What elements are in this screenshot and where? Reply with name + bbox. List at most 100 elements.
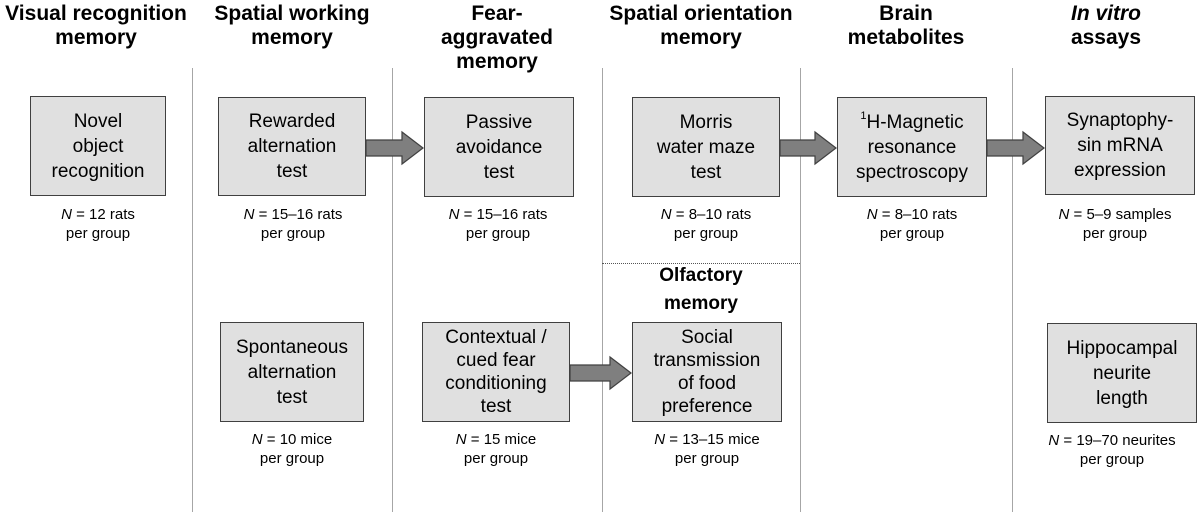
caption-line: per group	[673, 225, 739, 242]
box-line: Novel	[73, 110, 123, 132]
box-novel-object-recognition: Novel object recognition	[30, 96, 166, 196]
box-line: test	[480, 396, 512, 417]
box-text: H-Magnetic	[866, 111, 964, 133]
header-line: Brain	[879, 2, 933, 25]
n-symbol: N	[866, 206, 878, 223]
box-line: test	[483, 161, 515, 183]
header-line: Spatial orientation	[609, 2, 793, 25]
box-line: avoidance	[455, 136, 543, 158]
caption-line: per group	[463, 450, 529, 467]
column-divider	[800, 68, 801, 512]
arrow-morris-to-mrs	[779, 130, 837, 166]
column-divider	[192, 68, 193, 512]
caption-line: per group	[259, 450, 325, 467]
caption-text: = 8–10 rats	[877, 206, 958, 223]
box-line: transmission	[653, 350, 761, 371]
header-line: memory	[456, 50, 538, 73]
box-line: Synaptophy-	[1066, 110, 1174, 131]
header-line: assays	[1070, 26, 1142, 49]
box-line: 1H-Magnetic	[856, 110, 968, 135]
box-hippocampal-neurite-length: Hippocampal neurite length	[1047, 323, 1197, 423]
column-divider	[602, 68, 603, 512]
header-in-vitro-assays: In vitro assays	[1012, 2, 1200, 50]
sample-size-spontaneous-alternation: N = 10 mice per group	[202, 430, 382, 468]
box-line: test	[690, 161, 722, 183]
subheader-line: memory	[664, 293, 738, 314]
olfactory-separator	[602, 263, 800, 264]
box-magnetic-resonance-spectroscopy: 1H-Magnetic resonance spectroscopy	[837, 97, 987, 197]
caption-line: N = 15–16 rats	[203, 205, 383, 224]
caption-line: per group	[465, 225, 531, 242]
box-line: Spontaneous	[236, 336, 348, 358]
caption-line: per group	[260, 225, 326, 242]
header-line: In vitro	[1012, 2, 1200, 26]
n-symbol: N	[654, 431, 666, 448]
caption-text: = 10 mice	[262, 431, 333, 448]
caption-line: N = 15 mice	[406, 430, 586, 449]
box-line: alternation	[247, 361, 337, 383]
n-symbol: N	[448, 206, 460, 223]
box-rewarded-alternation-test: Rewarded alternation test	[218, 97, 366, 196]
sample-size-rewarded-alternation: N = 15–16 rats per group	[203, 205, 383, 243]
caption-text: = 19–70 neurites	[1059, 432, 1176, 449]
header-line: aggravated	[440, 26, 554, 49]
box-social-transmission-of-food-preference: Social transmission of food preference	[632, 322, 782, 422]
header-visual-recognition-memory: Visual recognition memory	[0, 2, 192, 50]
caption-line: N = 19–70 neurites	[1024, 431, 1200, 450]
header-spatial-working-memory: Spatial working memory	[192, 2, 392, 50]
n-symbol: N	[1048, 432, 1060, 449]
header-line: Visual recognition	[5, 2, 187, 25]
caption-text: = 8–10 rats	[671, 206, 752, 223]
sample-size-passive-avoidance: N = 15–16 rats per group	[408, 205, 588, 243]
n-symbol: N	[61, 206, 72, 223]
subheader-olfactory-memory: Olfactory memory	[602, 262, 800, 318]
caption-line: N = 5–9 samples	[1030, 205, 1200, 224]
header-italic: In vitro	[1070, 2, 1141, 25]
n-symbol: N	[660, 206, 672, 223]
header-line: memory	[55, 26, 137, 49]
header-fear-aggravated-memory: Fear- aggravated memory	[392, 2, 602, 74]
sample-size-morris-water-maze: N = 8–10 rats per group	[618, 205, 794, 243]
box-line: length	[1096, 387, 1148, 409]
box-line: conditioning	[445, 373, 547, 394]
caption-text: = 15–16 rats	[459, 206, 548, 223]
caption-line: per group	[65, 225, 131, 242]
caption-line: per group	[1079, 451, 1145, 468]
box-line: spectroscopy	[856, 161, 968, 183]
n-symbol: N	[243, 206, 255, 223]
box-line: Hippocampal	[1066, 337, 1178, 359]
box-line: of food	[677, 373, 737, 394]
caption-line: N = 10 mice	[202, 430, 382, 449]
box-line: Social	[681, 327, 733, 348]
header-line: metabolites	[847, 26, 965, 49]
box-morris-water-maze-test: Morris water maze test	[632, 97, 780, 197]
caption-line: N = 8–10 rats	[822, 205, 1002, 224]
n-symbol: N	[1058, 206, 1070, 223]
caption-line: per group	[1082, 225, 1148, 242]
box-line: Rewarded	[248, 111, 336, 132]
box-line: object	[72, 135, 124, 157]
caption-text: = 5–9 samples	[1069, 206, 1172, 223]
caption-line: N = 12 rats	[20, 205, 176, 224]
box-synaptophysin-mrna-expression: Synaptophy- sin mRNA expression	[1045, 96, 1195, 195]
box-line: cued fear	[456, 350, 536, 371]
arrow-mrs-to-synaptophysin	[986, 130, 1045, 166]
box-passive-avoidance-test: Passive avoidance test	[424, 97, 574, 197]
sample-size-neurite-length: N = 19–70 neurites per group	[1024, 431, 1200, 469]
n-symbol: N	[251, 431, 263, 448]
header-line: Spatial working	[214, 2, 370, 25]
box-line: preference	[661, 396, 753, 417]
box-line: Morris	[679, 111, 733, 133]
caption-line: N = 8–10 rats	[618, 205, 794, 224]
caption-line: N = 13–15 mice	[617, 430, 797, 449]
box-line: sin mRNA	[1077, 135, 1163, 156]
sample-size-mrs: N = 8–10 rats per group	[822, 205, 1002, 243]
box-line: Contextual /	[445, 327, 547, 348]
header-line: memory	[660, 26, 742, 49]
box-line: test	[276, 161, 308, 182]
header-line: memory	[251, 26, 333, 49]
header-line: Fear-	[471, 2, 523, 25]
caption-text: = 13–15 mice	[665, 431, 760, 448]
box-line: Passive	[465, 111, 533, 133]
caption-line: per group	[674, 450, 740, 467]
